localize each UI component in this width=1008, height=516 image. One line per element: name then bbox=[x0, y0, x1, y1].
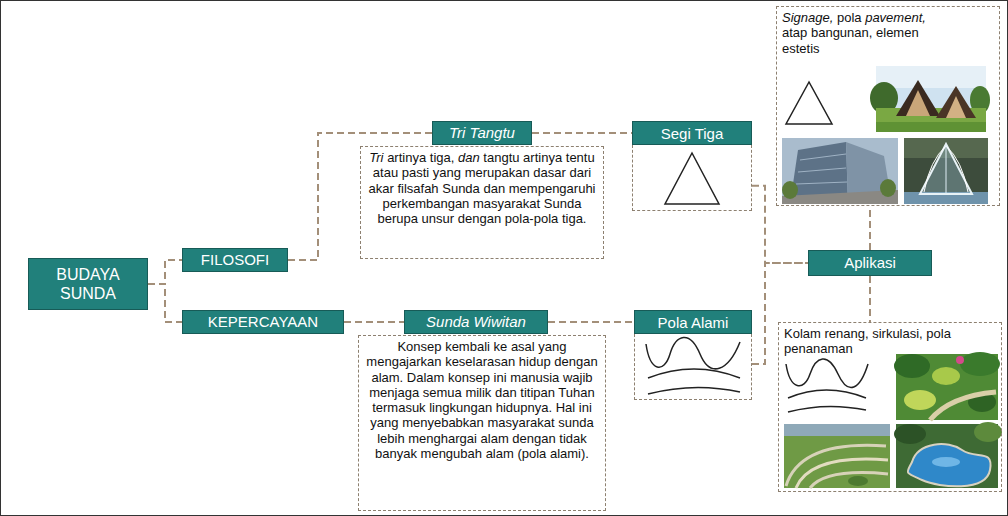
description-text: Konsep kembali ke asal yang mengajarkan … bbox=[365, 339, 599, 461]
dashed-connector bbox=[752, 186, 808, 263]
application-panel: Signage, pola pavement, atap bangunan, e… bbox=[776, 6, 1000, 206]
dashed-connector bbox=[548, 321, 634, 323]
text-word: dan bbox=[458, 150, 480, 165]
text-word: tiga. bbox=[562, 211, 587, 226]
description-box: Tri artinya tiga, dan tangtu artinya ten… bbox=[360, 146, 604, 259]
fountain-photo bbox=[904, 138, 988, 204]
dashed-connector bbox=[148, 284, 182, 322]
text-word: berupa bbox=[378, 211, 418, 226]
box-label: Segi Tiga bbox=[632, 121, 752, 145]
text-word: akar bbox=[368, 181, 393, 196]
concept-box: BUDAYA SUNDA bbox=[28, 258, 148, 310]
text-word: yang bbox=[433, 165, 461, 180]
dashed-connector bbox=[869, 206, 871, 250]
concept-box: Aplikasi bbox=[808, 250, 932, 276]
box-label: KEPERCAYAAN bbox=[208, 313, 318, 331]
text-word: pola-pola bbox=[505, 211, 559, 226]
text-word: dari bbox=[570, 165, 592, 180]
concept-box: FILOSOFI bbox=[182, 248, 288, 272]
text-word: pasti bbox=[402, 165, 429, 180]
description-box: Konsep kembali ke asal yang mengajarkan … bbox=[358, 335, 606, 511]
pool-photo bbox=[894, 422, 1002, 488]
dashed-connector bbox=[532, 132, 632, 134]
text-word: Sunda bbox=[442, 181, 480, 196]
text-word: mempengaruhi bbox=[509, 181, 596, 196]
concept-box: KEPERCAYAAN bbox=[182, 310, 344, 334]
text-word: artinya bbox=[387, 150, 426, 165]
text-word: Tri bbox=[369, 150, 383, 165]
symbol-box: Pola Alami bbox=[634, 310, 752, 400]
dashed-connector bbox=[869, 276, 871, 322]
text-word: tiga, bbox=[430, 150, 455, 165]
text-word: bangunan, bbox=[811, 25, 872, 40]
symbol-frame bbox=[632, 145, 752, 211]
box-label: FILOSOFI bbox=[201, 251, 269, 269]
box-label: Aplikasi bbox=[844, 254, 896, 272]
text-word: dan bbox=[483, 181, 505, 196]
aframe-photo bbox=[870, 66, 990, 132]
dashed-connector bbox=[344, 321, 404, 323]
text-word: tangtu bbox=[483, 150, 519, 165]
text-word: Signage, bbox=[782, 10, 833, 25]
symbol-box: Segi Tiga bbox=[632, 121, 752, 211]
text-word: dasar bbox=[533, 165, 566, 180]
panel-text: Kolam renang, sirkulasi, pola penanaman bbox=[784, 326, 956, 357]
triangle-symbol bbox=[665, 153, 719, 204]
symbol-frame bbox=[634, 334, 752, 400]
box-label: Pola Alami bbox=[634, 310, 752, 334]
text-word: pola bbox=[837, 10, 862, 25]
concept-box: Tri Tangtu bbox=[432, 121, 532, 145]
wave-symbol bbox=[786, 359, 868, 412]
text-word: estetis bbox=[782, 41, 820, 56]
text-word: merupakan bbox=[465, 165, 530, 180]
text-word: tentu bbox=[566, 150, 595, 165]
panel-text: Signage, pola pavement, atap bangunan, e… bbox=[782, 10, 947, 56]
garden-photo bbox=[894, 352, 1000, 420]
text-word: elemen bbox=[876, 25, 919, 40]
text-word: masyarakat bbox=[473, 196, 540, 211]
box-label: Sunda Wiwitan bbox=[426, 313, 526, 331]
description-text: Tri artinya tiga, dan tangtu artinya ten… bbox=[367, 150, 597, 226]
text-word: filsafah bbox=[397, 181, 438, 196]
text-word: pavement, bbox=[865, 10, 926, 25]
application-panel: Kolam renang, sirkulasi, pola penanaman bbox=[778, 322, 1002, 492]
text-word: dengan bbox=[458, 211, 501, 226]
text-word: Sunda bbox=[544, 196, 582, 211]
text-word: atau bbox=[373, 165, 398, 180]
box-label: Tri Tangtu bbox=[449, 124, 515, 142]
text-word: perkembangan bbox=[383, 196, 470, 211]
triangle-symbol bbox=[786, 82, 832, 124]
text-word: unsur bbox=[422, 211, 455, 226]
building-photo bbox=[782, 138, 898, 204]
concept-box: Sunda Wiwitan bbox=[404, 310, 548, 334]
terrace-photo bbox=[784, 424, 890, 488]
text-word: atap bbox=[782, 25, 807, 40]
wave-symbol bbox=[646, 337, 740, 394]
text-word: artinya bbox=[523, 150, 562, 165]
box-label: BUDAYA SUNDA bbox=[37, 265, 139, 303]
dashed-connector bbox=[148, 260, 182, 284]
